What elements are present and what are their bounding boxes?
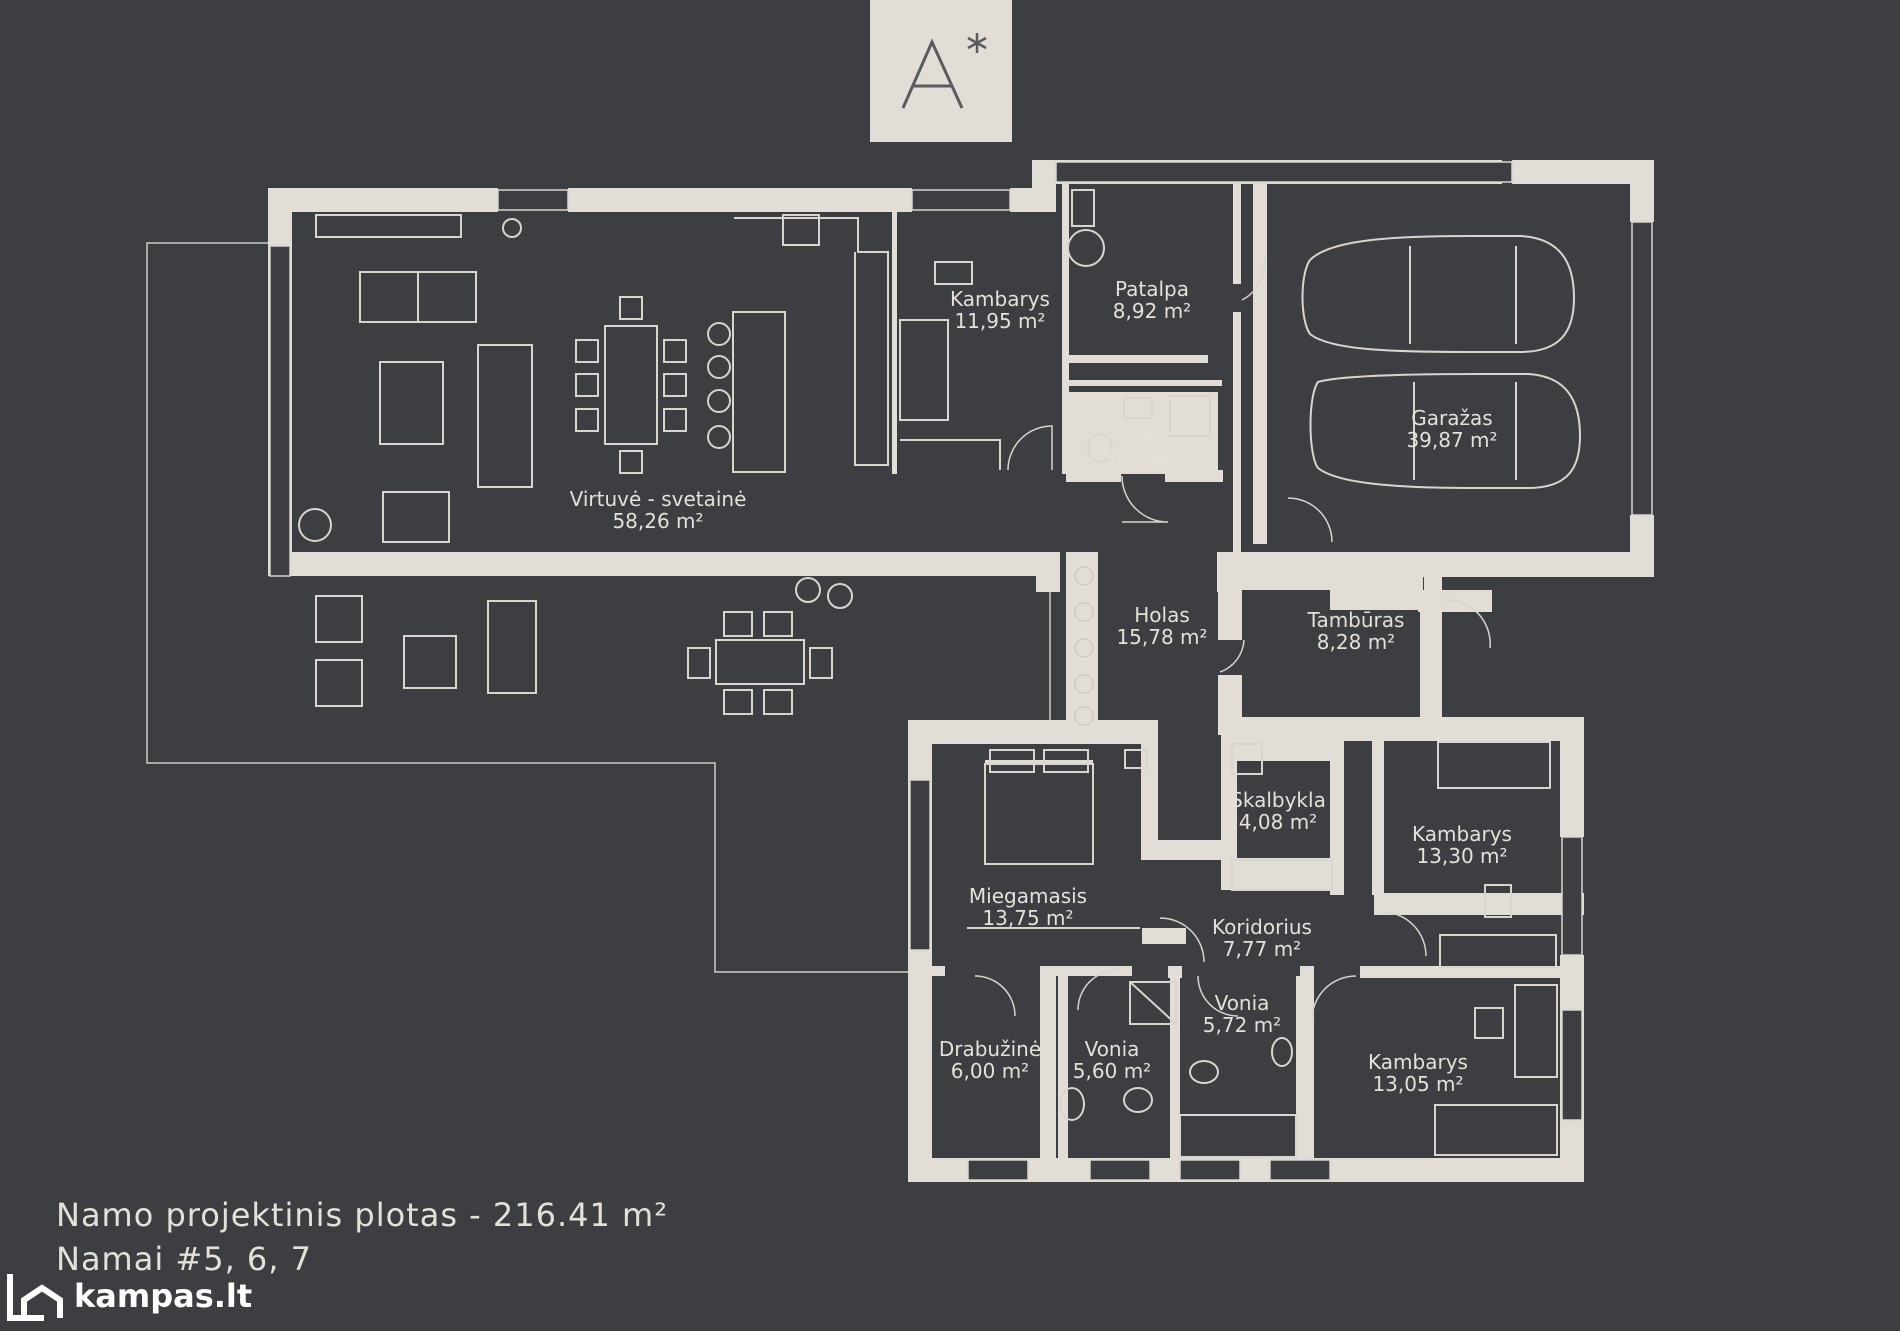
room-name: Tambūras — [1307, 608, 1405, 632]
logo-mark — [901, 33, 987, 109]
room-area: 7,77 m² — [1222, 937, 1302, 961]
room-name: WC — [1125, 424, 1159, 448]
room-area: 5,72 m² — [1202, 1013, 1282, 1037]
room-name: Virtuvė - svetainė — [569, 487, 747, 511]
houses-text: Namai #5, 6, 7 — [56, 1240, 312, 1278]
room-name: Vonia — [1084, 1037, 1140, 1061]
room-label-kambarys2: Kambarys 13,30 m² — [1412, 823, 1512, 867]
room-area: 5,60 m² — [1072, 1059, 1152, 1083]
room-label-wc: WC 3,38 m² — [1103, 425, 1181, 469]
room-label-drabuzine: Drabužinė 6,00 m² — [939, 1038, 1041, 1082]
room-area: 15,78 m² — [1116, 625, 1208, 649]
room-name: Holas — [1134, 603, 1190, 627]
room-name: Vonia — [1214, 991, 1270, 1015]
room-name: Kambarys — [1412, 822, 1512, 846]
room-area: 3,38 m² — [1102, 446, 1182, 470]
room-name: Kambarys — [950, 287, 1050, 311]
room-label-patalpa: Patalpa 8,92 m² — [1113, 278, 1191, 322]
room-area: 8,28 m² — [1316, 630, 1396, 654]
room-label-virtuve: Virtuvė - svetainė 58,26 m² — [570, 488, 747, 532]
room-area: 39,87 m² — [1406, 428, 1498, 452]
room-label-vonia1: Vonia 5,72 m² — [1203, 992, 1281, 1036]
room-area: 8,92 m² — [1112, 299, 1192, 323]
room-label-miegamasis: Miegamasis 13,75 m² — [969, 885, 1087, 929]
room-name: Garažas — [1411, 406, 1493, 430]
plants — [1074, 566, 1094, 726]
brand-logo — [870, 0, 1012, 142]
room-area: 58,26 m² — [612, 509, 704, 533]
terrace-outline — [146, 242, 1051, 973]
room-name: Drabužinė — [938, 1037, 1042, 1061]
room-label-tamburas: Tambūras 8,28 m² — [1308, 609, 1405, 653]
room-area: 13,75 m² — [982, 906, 1074, 930]
room-area: 13,05 m² — [1372, 1072, 1464, 1096]
room-area: 13,30 m² — [1416, 844, 1508, 868]
room-area: 11,95 m² — [954, 309, 1046, 333]
kampas-logo-icon — [7, 1274, 63, 1321]
room-name: Kambarys — [1368, 1050, 1468, 1074]
room-label-skalbykla: Skalbykla 4,08 m² — [1230, 789, 1326, 833]
room-label-kambarys1: Kambarys 11,95 m² — [950, 288, 1050, 332]
room-name: Skalbykla — [1230, 788, 1326, 812]
room-area: 4,08 m² — [1238, 810, 1318, 834]
room-name: Miegamasis — [968, 884, 1088, 908]
room-label-holas: Holas 15,78 m² — [1116, 604, 1207, 648]
watermark-text: kampas.lt — [74, 1277, 253, 1315]
watermark: kampas.lt — [4, 1268, 252, 1324]
furniture — [298, 189, 1582, 1158]
room-label-garazas: Garažas 39,87 m² — [1406, 407, 1497, 451]
room-name: Koridorius — [1212, 915, 1312, 939]
room-name: Patalpa — [1114, 277, 1190, 301]
doors — [974, 255, 1491, 1021]
windows — [269, 161, 1653, 1181]
total-area-text: Namo projektinis plotas - 216.41 m² — [56, 1196, 669, 1234]
room-label-koridorius: Koridorius 7,77 m² — [1212, 916, 1312, 960]
room-label-vonia2: Vonia 5,60 m² — [1073, 1038, 1151, 1082]
room-label-kambarys3: Kambarys 13,05 m² — [1368, 1051, 1468, 1095]
room-area: 6,00 m² — [950, 1059, 1030, 1083]
